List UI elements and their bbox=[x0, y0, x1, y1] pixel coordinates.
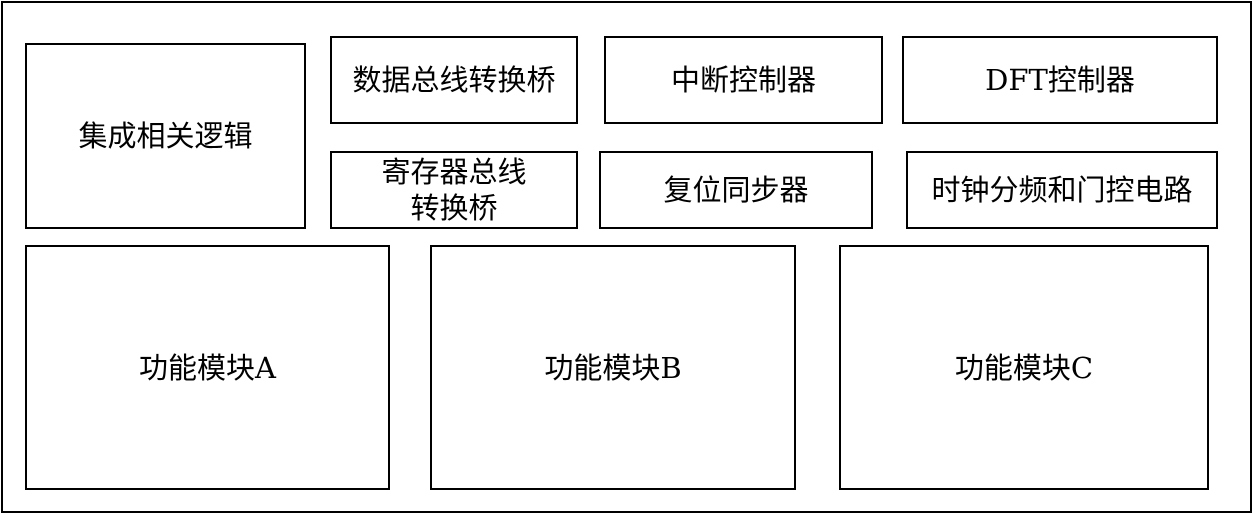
integration-logic-block: 集成相关逻辑 bbox=[25, 43, 306, 229]
reset-synchronizer-block: 复位同步器 bbox=[599, 151, 873, 229]
function-module-b-block: 功能模块B bbox=[430, 245, 796, 490]
interrupt-controller-label: 中断控制器 bbox=[670, 63, 816, 97]
reset-synchronizer-label: 复位同步器 bbox=[663, 173, 809, 207]
interrupt-controller-block: 中断控制器 bbox=[604, 36, 883, 124]
integration-logic-label: 集成相关逻辑 bbox=[78, 119, 253, 153]
register-bus-bridge-label-line2: 转换桥 bbox=[410, 191, 498, 225]
clock-divider-gating-label: 时钟分频和门控电路 bbox=[931, 173, 1193, 207]
data-bus-bridge-block: 数据总线转换桥 bbox=[330, 36, 578, 124]
function-module-a-block: 功能模块A bbox=[25, 245, 390, 490]
clock-divider-gating-block: 时钟分频和门控电路 bbox=[906, 151, 1218, 229]
function-module-a-label: 功能模块A bbox=[139, 350, 276, 385]
function-module-b-label: 功能模块B bbox=[544, 350, 682, 385]
function-module-c-block: 功能模块C bbox=[839, 245, 1209, 490]
register-bus-bridge-block: 寄存器总线 转换桥 bbox=[330, 151, 578, 229]
register-bus-bridge-label-line1: 寄存器总线 bbox=[381, 155, 527, 189]
data-bus-bridge-label: 数据总线转换桥 bbox=[352, 63, 556, 97]
dft-controller-label: DFT控制器 bbox=[985, 63, 1135, 97]
function-module-c-label: 功能模块C bbox=[954, 350, 1094, 385]
dft-controller-block: DFT控制器 bbox=[902, 36, 1218, 124]
